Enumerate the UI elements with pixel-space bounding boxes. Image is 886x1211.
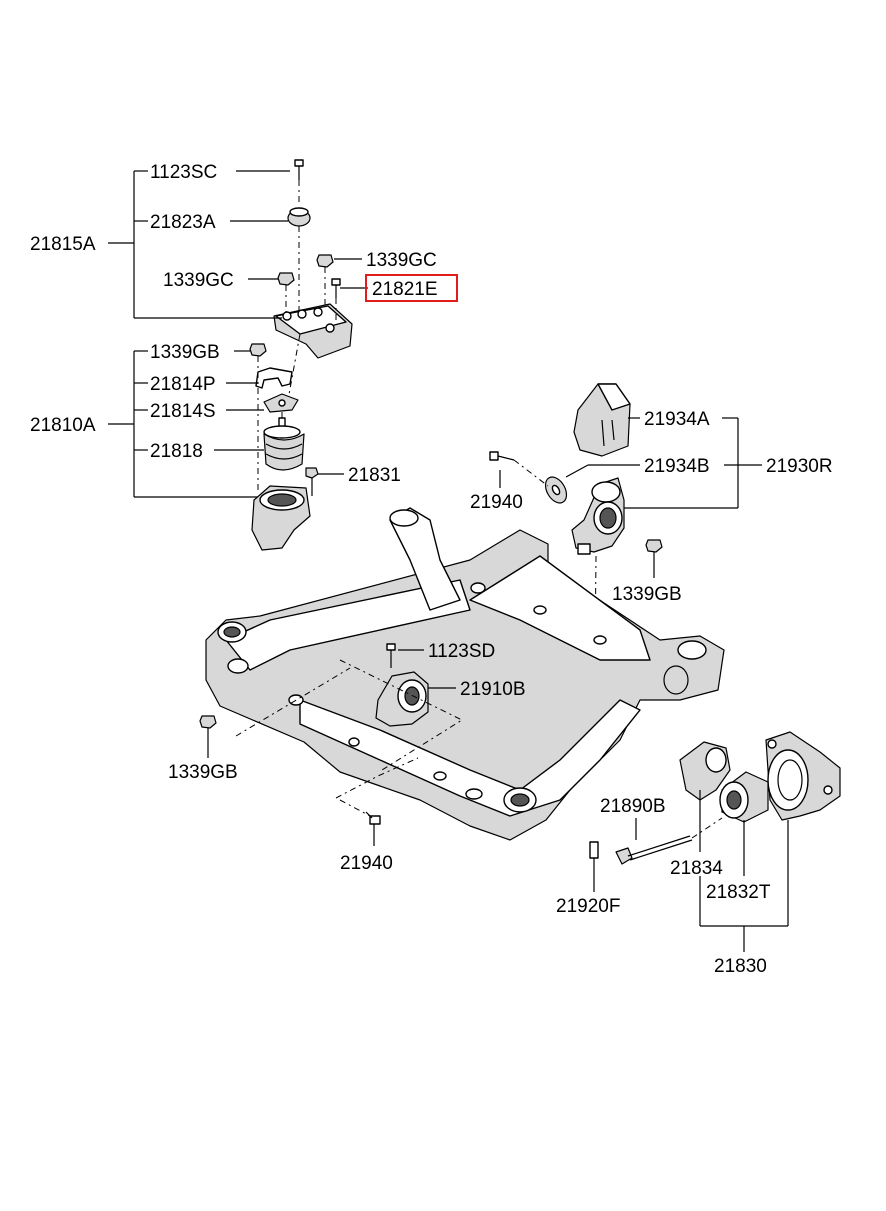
nut-1339gc-right-icon	[316, 254, 334, 268]
label-21823a: 21823A	[150, 212, 216, 233]
part-labels: 1123SC 21823A 21815A 1339GC 1339GC 21821…	[30, 162, 833, 977]
label-21930r: 21930R	[766, 456, 833, 477]
bracket-21814p-icon	[255, 367, 293, 389]
bushing-21823a-icon	[287, 207, 311, 227]
front-mount-21910b-assembly	[199, 643, 464, 825]
mount-21930r-icon	[571, 477, 625, 555]
label-21934a: 21934A	[644, 409, 710, 430]
nut-1339gb-right-icon	[645, 539, 663, 553]
insulator-21818-icon	[263, 417, 305, 471]
label-1123sd: 1123SD	[428, 641, 495, 662]
label-21831: 21831	[348, 465, 401, 486]
label-1339gb-right: 1339GB	[612, 584, 682, 605]
label-21815a: 21815A	[30, 234, 96, 255]
label-1339gc-left: 1339GC	[163, 270, 234, 291]
leader-lines-rear-group	[593, 790, 789, 952]
bracket-21834-icon	[679, 741, 731, 801]
lower-bracket-icon	[251, 485, 311, 551]
nut-1339gc-left-icon	[277, 272, 295, 286]
subframe-crossmember-icon	[205, 507, 725, 841]
bolt-21920f-icon	[589, 841, 599, 872]
bolt-21831-icon	[305, 467, 319, 496]
rear-mount-assembly	[589, 731, 841, 872]
label-21814p: 21814P	[150, 374, 216, 395]
label-1123sc: 1123SC	[150, 162, 217, 183]
cover-21934a-icon	[573, 383, 631, 457]
bolt-21940-top-icon	[489, 451, 515, 461]
label-21821e[interactable]: 21821E	[372, 279, 438, 300]
label-21934b: 21934B	[644, 456, 710, 477]
bolt-1123sd-icon	[386, 643, 396, 668]
bracket-21830-icon	[765, 731, 841, 821]
label-21940-top: 21940	[470, 492, 523, 513]
bolt-21821e-icon	[331, 278, 341, 298]
label-21910b: 21910B	[460, 679, 526, 700]
label-21818: 21818	[150, 441, 203, 462]
plate-21814s-icon	[263, 393, 299, 413]
washer-21934b-icon	[544, 476, 568, 504]
leader-lines-top-group	[108, 170, 368, 498]
label-21890b: 21890B	[600, 796, 666, 817]
label-1339gb-top: 1339GB	[150, 342, 220, 363]
label-21830: 21830	[714, 956, 767, 977]
label-21920f: 21920F	[556, 896, 620, 917]
label-21940-bottom: 21940	[340, 853, 393, 874]
leader-lines-right-group	[499, 417, 762, 578]
bracket-21815a-icon	[273, 303, 353, 359]
label-1339gb-left: 1339GB	[168, 762, 238, 783]
nut-1339gb-left-icon	[199, 715, 217, 729]
bushing-21832t-icon	[719, 771, 769, 823]
label-21810a: 21810A	[30, 415, 96, 436]
bolt-21890b-icon	[615, 835, 693, 865]
bolt-21940-bottom-icon	[365, 811, 381, 825]
label-21814s: 21814S	[150, 401, 216, 422]
right-mount-assembly	[489, 383, 663, 761]
mount-21910b-icon	[375, 671, 429, 727]
highlight-box-21821e	[365, 274, 458, 302]
leader-lines-front-group	[207, 649, 456, 846]
label-1339gc-right: 1339GC	[366, 250, 437, 271]
bolt-1123sc-icon	[294, 159, 304, 180]
nut-1339gb-top-icon	[249, 343, 267, 357]
upper-mount-assembly	[249, 159, 353, 551]
label-21832t: 21832T	[706, 882, 771, 903]
label-21834: 21834	[670, 858, 723, 879]
